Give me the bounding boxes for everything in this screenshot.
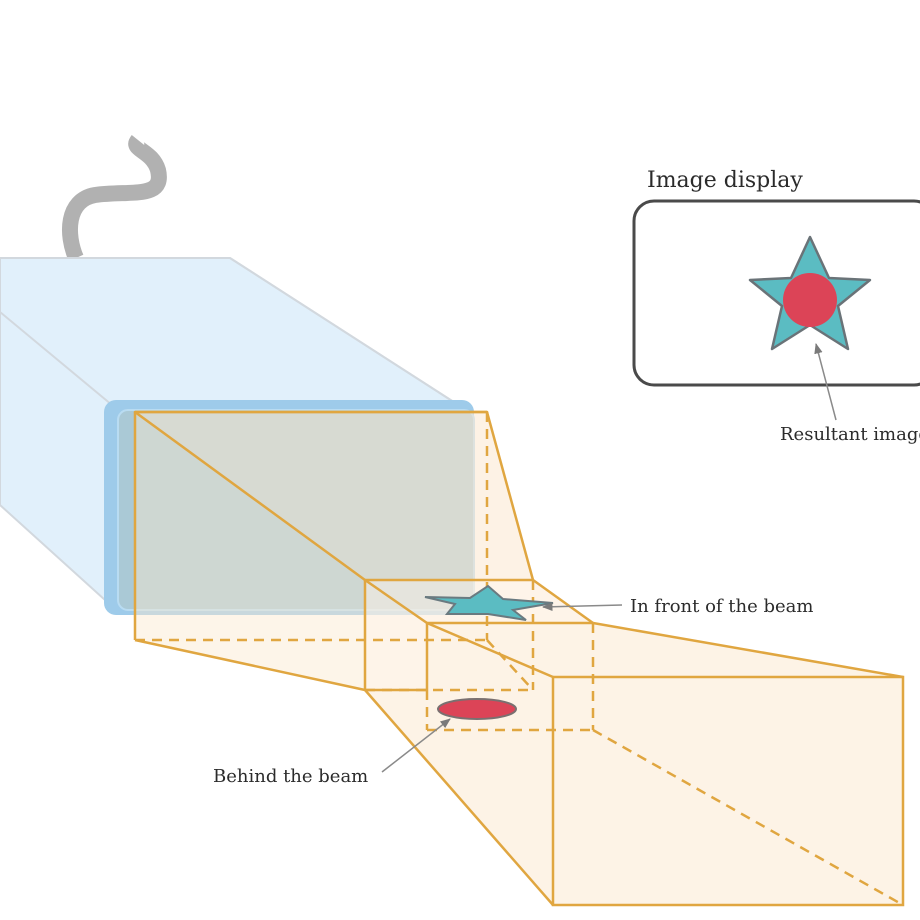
beam-edge — [364, 689, 554, 906]
probe-cable-icon — [62, 135, 167, 262]
beam-edge — [532, 578, 594, 625]
probe-edge — [0, 311, 113, 406]
probe-edge — [229, 257, 461, 407]
image-display-panel: Image display — [632, 168, 920, 387]
beam-far-face — [551, 675, 905, 907]
beam-edge — [485, 411, 535, 581]
image-display-title: Image display — [647, 168, 803, 193]
resultant-image-leader — [814, 342, 837, 421]
beam-hidden-edge — [592, 728, 904, 907]
in-front-leader — [541, 602, 623, 611]
beam-edge — [364, 578, 428, 625]
beam-diverging-top — [427, 623, 903, 677]
behind-label: Behind the beam — [213, 766, 368, 787]
beam-narrow-front — [365, 580, 593, 690]
beam-edge — [592, 621, 904, 679]
resultant-disc-icon — [783, 273, 837, 327]
disc-target-icon — [437, 698, 517, 720]
star-target-icon — [424, 584, 554, 621]
beam-volume — [133, 410, 905, 907]
resultant-image-label: Resultant image — [780, 424, 920, 445]
beam-diverging-left — [365, 623, 553, 905]
behind-leader — [381, 718, 451, 773]
beam-edge — [134, 410, 366, 582]
beam-edge — [134, 638, 366, 692]
beam-hidden-edge — [486, 639, 534, 691]
beam-left-face — [135, 412, 365, 690]
in-front-label: In front of the beam — [630, 596, 813, 617]
beam-top-face — [135, 412, 533, 580]
